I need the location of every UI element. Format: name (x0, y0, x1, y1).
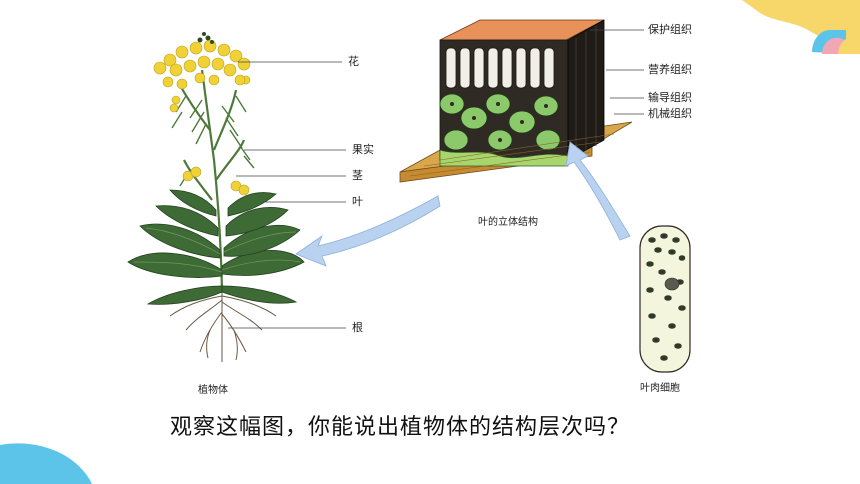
label-fruit: 果实 (352, 143, 374, 156)
label-mechanical-tissue: 机械组织 (648, 107, 692, 120)
plant-illustration (127, 32, 305, 362)
question-text: 观察这幅图，你能说出植物体的结构层次吗？ (169, 415, 630, 440)
bottom-left-decoration (0, 443, 92, 484)
leaf-structure-block (399, 19, 633, 183)
caption-plant: 植物体 (198, 385, 228, 396)
plant-stem-lines (177, 69, 246, 293)
palisade-cells (445, 47, 555, 89)
label-flower: 花 (348, 55, 359, 68)
plant-leaves (127, 189, 305, 305)
side-face-lines (575, 26, 597, 156)
label-root: 根 (352, 321, 363, 334)
label-protective-tissue: 保护组织 (648, 23, 692, 36)
plant-fruit-pods (171, 95, 255, 187)
caption-leaf-structure: 叶的立体结构 (478, 217, 538, 228)
label-nutritive-tissue: 营养组织 (648, 63, 692, 76)
label-conductive-tissue: 输导组织 (648, 91, 692, 104)
plant-buds (197, 32, 214, 44)
plant-leader-lines (228, 61, 346, 329)
cell-nucleus (664, 277, 680, 291)
arrow-to-leaf-block (565, 141, 631, 241)
tissue-leader-lines (590, 29, 644, 115)
chloroplasts (645, 232, 687, 362)
top-right-decoration (742, 0, 860, 54)
caption-mesophyll-cell: 叶肉细胞 (640, 383, 680, 394)
arrow-to-plant-leaf (295, 195, 441, 267)
label-leaf: 叶 (352, 195, 363, 208)
spongy-cell-dots (450, 102, 548, 142)
plant-side-flowers (169, 75, 251, 196)
plant-roots (169, 290, 277, 362)
label-stem: 茎 (352, 169, 363, 182)
plant-flower-cluster (153, 39, 251, 90)
mesophyll-cell-illustration (639, 225, 691, 373)
plant-leaf-veins (133, 227, 301, 273)
